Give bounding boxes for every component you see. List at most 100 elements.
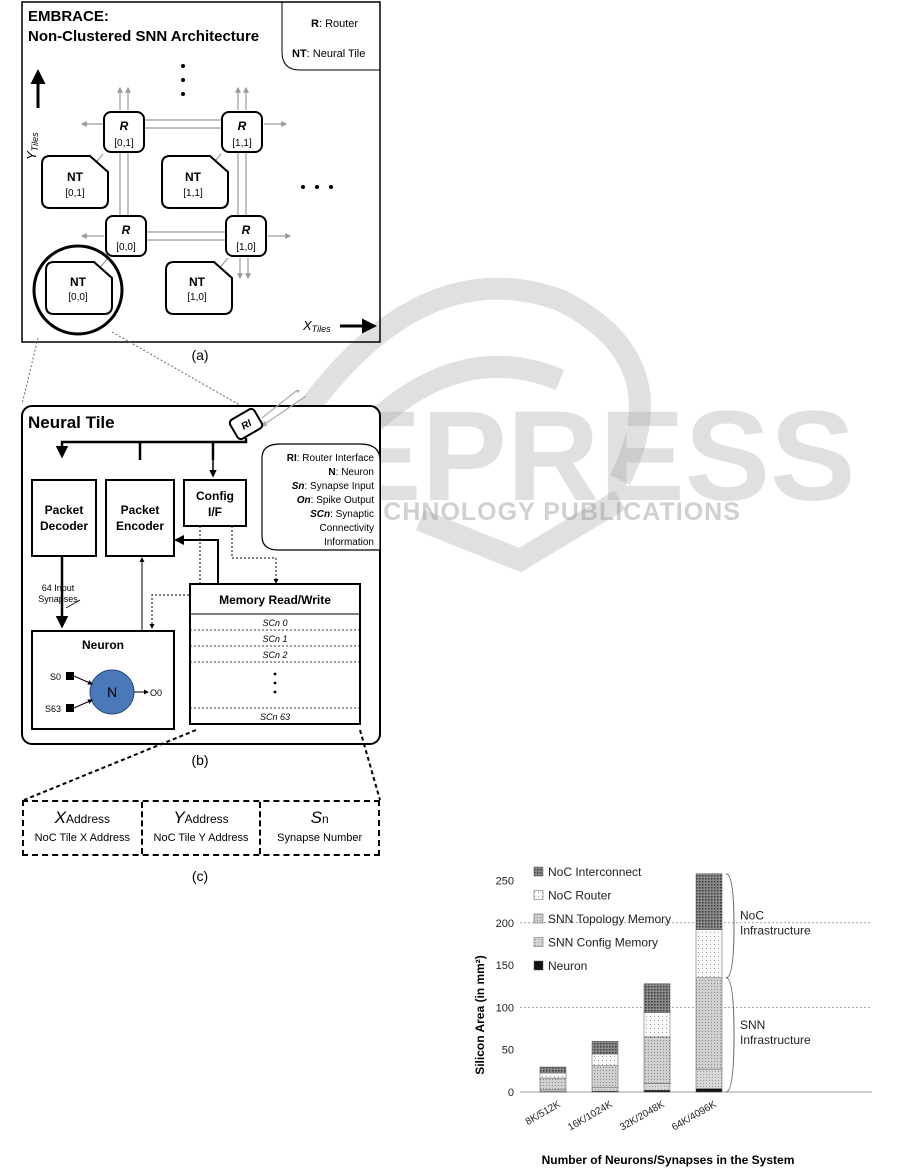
svg-text:[1,1]: [1,1] (232, 138, 252, 149)
neural-tile-1-1: NT[1,1] (161, 155, 229, 209)
svg-text:[0,0]: [0,0] (68, 292, 88, 303)
svg-text:I/F: I/F (208, 505, 222, 519)
legend-router: R: Router (311, 18, 358, 30)
router-0-1: R[0,1] (103, 111, 145, 153)
ellipsis-vertical (181, 64, 185, 96)
chart-y-label: Silicon Area (in mm²) (473, 955, 487, 1075)
memory-row-0: SCn 0 (262, 618, 287, 628)
svg-text:NT: NT (185, 170, 202, 184)
input-note-1: 64 Input (42, 583, 75, 593)
chart-bar-segment (591, 1065, 619, 1089)
chart-legend-swatch (533, 890, 544, 900)
svg-text:NT: NT (67, 170, 84, 184)
config-interface (183, 479, 247, 527)
figure-a-title-1: EMBRACE: (28, 8, 109, 25)
chart-legend-label: NoC Interconnect (548, 865, 642, 879)
memory-row-63: SCn 63 (260, 712, 290, 722)
legend-on: On: Spike Output (297, 495, 374, 506)
chart-bars (539, 873, 723, 1093)
svg-text:[0,1]: [0,1] (114, 138, 134, 149)
legend-scn-2: Connectivity (320, 523, 374, 534)
chart-bar-segment (643, 1012, 671, 1038)
figure-b: Neural Tile RI RI: Router Interface N: N… (21, 390, 381, 768)
chart-annotation-text: NoC (740, 909, 764, 923)
zoom-circle (32, 244, 124, 336)
memory-row-1: SCn 1 (262, 634, 287, 644)
caption-a: (a) (191, 347, 208, 363)
o0-label: O0 (150, 688, 162, 698)
s63-label: S63 (45, 704, 61, 714)
chart-x-tick-label: 8K/512K (524, 1099, 563, 1128)
x-axis-label: XTiles (302, 318, 331, 334)
chart-legend-label: Neuron (548, 959, 587, 973)
packet-encoder (105, 479, 175, 557)
chart-x-tick-label: 16K/1024K (566, 1099, 615, 1133)
chart-legend-swatch (533, 866, 544, 877)
chart-bar-segment (539, 1077, 567, 1091)
chart-annotation-text: SNN (740, 1018, 765, 1032)
memory-block (189, 583, 361, 725)
chart-bar-segment (695, 929, 723, 979)
chart-bar-segment (695, 1088, 723, 1093)
chart-x-tick-label: 32K/2048K (618, 1099, 667, 1133)
svg-text:Neuron: Neuron (82, 638, 124, 652)
s0-label: S0 (50, 672, 61, 682)
chart-legend-swatch (533, 960, 544, 971)
svg-text:Config: Config (196, 489, 234, 503)
chart-y-tick-label: 50 (502, 1045, 514, 1057)
packet-field-s: Sn Synapse Number (277, 808, 363, 844)
chart-bar-segment (591, 1053, 619, 1067)
router-1-1: R[1,1] (221, 111, 263, 153)
chart-legend-swatch (533, 913, 544, 924)
legend-n: N: Neuron (328, 467, 374, 478)
chart-bar-segment (539, 1066, 567, 1074)
noc-links (80, 86, 292, 280)
figure-a-title-2: Non-Clustered SNN Architecture (28, 28, 259, 45)
svg-text:R: R (242, 223, 251, 237)
legend-scn: SCn: Synaptic (310, 509, 374, 520)
chart-bar-segment (539, 1089, 567, 1092)
memory-row-2: SCn 2 (262, 650, 287, 660)
router-1-0: R [1,0] (225, 215, 267, 257)
svg-text:R: R (122, 223, 131, 237)
chart-y-tick-label: 200 (496, 918, 514, 930)
svg-text:Packet: Packet (45, 503, 84, 517)
packet-field-y: YAddress NoC Tile Y Address (143, 802, 262, 854)
chart-bar-segment (539, 1072, 567, 1079)
chart-x-tick-label: 64K/4096K (670, 1099, 719, 1133)
chart-bar-segment (695, 1068, 723, 1089)
input-note-2: Synapses (38, 594, 78, 604)
chart-y-tick-label: 150 (496, 960, 514, 972)
svg-text:NT: NT (70, 275, 87, 289)
neural-tile-legend (261, 443, 381, 551)
synapse-s0 (66, 672, 74, 680)
y-axis-label: YTiles (24, 132, 40, 160)
svg-text:[0,0]: [0,0] (116, 242, 136, 253)
svg-text:[1,0]: [1,0] (187, 292, 207, 303)
neural-tile-0-0: NT [0,0] (45, 261, 113, 315)
chart-bar-segment (591, 1087, 619, 1092)
synapse-s63 (66, 704, 74, 712)
memory-row-lines (190, 629, 360, 709)
svg-text:Decoder: Decoder (40, 519, 88, 533)
chart-brace (725, 977, 735, 1093)
svg-text:[1,0]: [1,0] (236, 242, 256, 253)
chart-bar-segment (695, 873, 723, 930)
ellipsis-horizontal (301, 185, 333, 189)
chart-y-tick-label: 100 (496, 1002, 514, 1014)
figure-a-frame (21, 1, 381, 343)
neural-tile-0-1: NT [0,1] (41, 155, 109, 209)
chart-legend-label: SNN Topology Memory (548, 912, 671, 926)
chart-x-label: Number of Neurons/Synapses in the System (542, 1153, 795, 1167)
chart-bar-segment (643, 1083, 671, 1091)
svg-text:N: N (107, 684, 117, 700)
chart-bar-segment (695, 977, 723, 1070)
svg-text:Packet: Packet (121, 503, 160, 517)
packet-format: XAddress NoC Tile X Address YAddress NoC… (22, 800, 380, 856)
zoom-lines (21, 331, 246, 409)
legend-scn-3: Information (324, 537, 374, 548)
svg-text:[0,1]: [0,1] (65, 188, 85, 199)
